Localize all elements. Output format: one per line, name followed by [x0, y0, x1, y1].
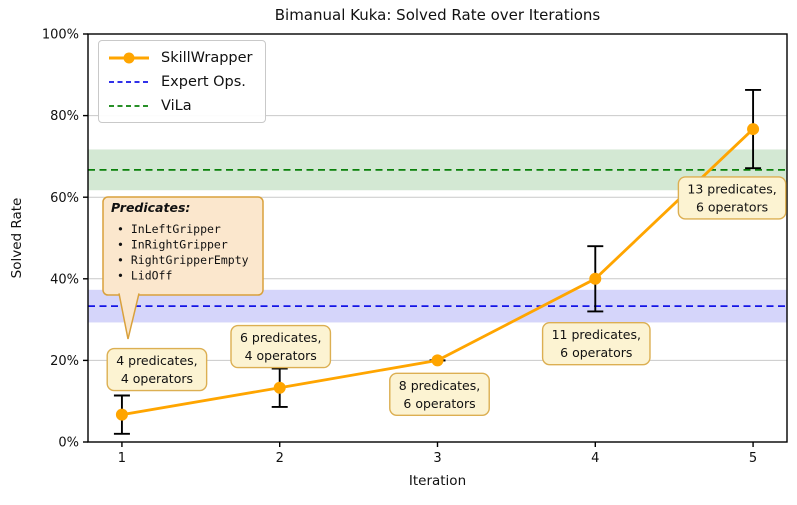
legend-item-expert-ops: Expert Ops. [108, 71, 253, 92]
svg-text:8 predicates,: 8 predicates, [399, 378, 480, 393]
x-tick-label-2: 2 [276, 451, 284, 466]
svg-text:6 operators: 6 operators [696, 199, 768, 214]
x-tick-label-4: 4 [591, 451, 599, 466]
x-axis-label: Iteration [408, 473, 467, 489]
callout-item-1: • InLeftGripper [117, 222, 221, 236]
y-tick-label-0: 0% [58, 436, 79, 451]
svg-text:6 predicates,: 6 predicates, [240, 330, 321, 345]
data-point-4 [589, 272, 602, 285]
legend-label: SkillWrapper [161, 49, 253, 66]
svg-text:4 operators: 4 operators [245, 348, 317, 363]
svg-text:11 predicates,: 11 predicates, [552, 327, 641, 342]
legend-label: Expert Ops. [161, 73, 246, 90]
svg-text:4 operators: 4 operators [121, 371, 193, 386]
svg-text:4 predicates,: 4 predicates, [116, 353, 197, 368]
annotation-5: 13 predicates, 6 operators [677, 176, 787, 220]
data-point-3 [431, 354, 444, 367]
y-tick-label-20: 20% [50, 354, 79, 369]
x-tick-label-3: 3 [433, 451, 441, 466]
legend-item-skillwrapper: SkillWrapper [108, 47, 253, 68]
annotation-1: 4 predicates, 4 operators [106, 347, 208, 392]
callout-item-3: • RightGripperEmpty [117, 253, 249, 267]
chart-title: Bimanual Kuka: Solved Rate over Iteratio… [274, 6, 601, 24]
x-tick-label-5: 5 [749, 451, 757, 466]
annotation-2: 6 predicates, 4 operators [230, 324, 332, 369]
y-tick-label-80: 80% [50, 109, 79, 124]
callout-predicates: Predicates: • InLeftGripper • InRightGripp… [102, 196, 264, 340]
svg-text:13 predicates,: 13 predicates, [687, 181, 776, 196]
callout-item-2: • InRightGripper [117, 238, 228, 252]
svg-text:6 operators: 6 operators [403, 396, 475, 411]
legend-vila-swatch-icon [109, 104, 149, 107]
callout-item-4: • LidOff [117, 269, 172, 283]
x-tick-label-1: 1 [118, 451, 126, 466]
callout-title: Predicates: [111, 200, 190, 215]
y-axis-label: Solved Rate [9, 197, 25, 279]
data-point-1 [115, 408, 128, 421]
legend-expert-ops-swatch-icon [109, 80, 149, 83]
legend-label: ViLa [161, 97, 192, 114]
legend-skillwrapper-swatch-icon [109, 52, 149, 63]
annotation-3: 8 predicates, 6 operators [389, 372, 490, 416]
data-point-2 [273, 381, 286, 394]
legend-item-vila: ViLa [108, 95, 253, 116]
y-tick-label-60: 60% [50, 191, 79, 206]
callout-tail [118, 293, 140, 340]
y-tick-label-40: 40% [50, 272, 79, 287]
annotation-4: 11 predicates, 6 operators [541, 321, 651, 366]
svg-text:6 operators: 6 operators [560, 345, 632, 360]
data-point-5 [747, 123, 760, 136]
y-tick-label-100: 100% [42, 28, 79, 43]
